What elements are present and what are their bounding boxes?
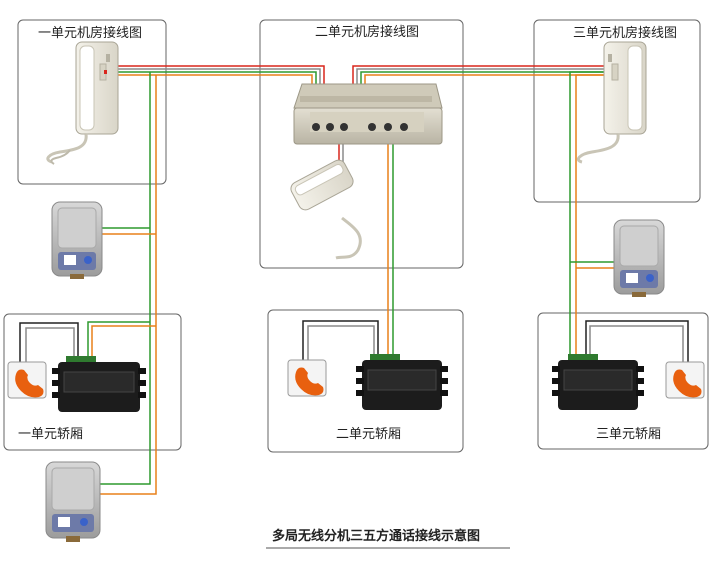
room1-speaker-box: [51, 201, 103, 279]
room1-frame: [17, 19, 167, 185]
room2-intercom-phone: [290, 159, 362, 260]
car3-handset-button: [665, 361, 705, 399]
diagram-caption: 多局无线分机三五方通话接线示意图: [272, 528, 480, 544]
car1-frame: [3, 313, 182, 451]
wire-car1-orange: [91, 325, 156, 358]
car1-handset-button: [7, 361, 47, 399]
host-terminals: [310, 112, 424, 132]
car1-speaker-box: [45, 461, 101, 542]
wire-car1-black: [19, 322, 79, 362]
room1-label: 一单元机房接线图: [38, 25, 142, 41]
wires: [19, 65, 689, 495]
wire-car3-gray: [589, 325, 684, 362]
frames: [3, 19, 709, 453]
car2-control-module: [356, 354, 448, 410]
car3-label: 三单元轿厢: [596, 427, 661, 442]
car1-control-module: [52, 356, 146, 412]
wire-car1-gray: [25, 327, 75, 362]
car2-handset-button: [287, 359, 327, 397]
wire-left-orange-trunk: [100, 75, 157, 495]
car2-frame: [267, 309, 464, 453]
wire-car2-black: [302, 320, 379, 360]
wire-car1-green: [87, 321, 150, 358]
wire-left-green-trunk: [100, 72, 151, 485]
room3-speaker-box: [613, 219, 665, 297]
room1-intercom-phone: [46, 41, 119, 165]
room2-label: 二单元机房接线图: [315, 24, 419, 40]
room3-intercom-phone: [576, 41, 647, 164]
car1-label: 一单元轿厢: [18, 427, 83, 442]
wire-top-green: [118, 71, 317, 108]
wire-car3-black: [585, 320, 689, 362]
room2-frame: [259, 19, 464, 269]
room3-frame: [533, 19, 701, 203]
host-unit: [293, 83, 443, 145]
wire-right-orange-trunk: [575, 74, 604, 356]
wire-car2-gray: [307, 325, 375, 360]
wire-top-orange: [118, 74, 313, 108]
car3-control-module: [552, 354, 644, 410]
car2-label: 二单元轿厢: [336, 427, 401, 442]
room3-label: 三单元机房接线图: [573, 25, 677, 41]
car3-frame: [537, 312, 709, 450]
